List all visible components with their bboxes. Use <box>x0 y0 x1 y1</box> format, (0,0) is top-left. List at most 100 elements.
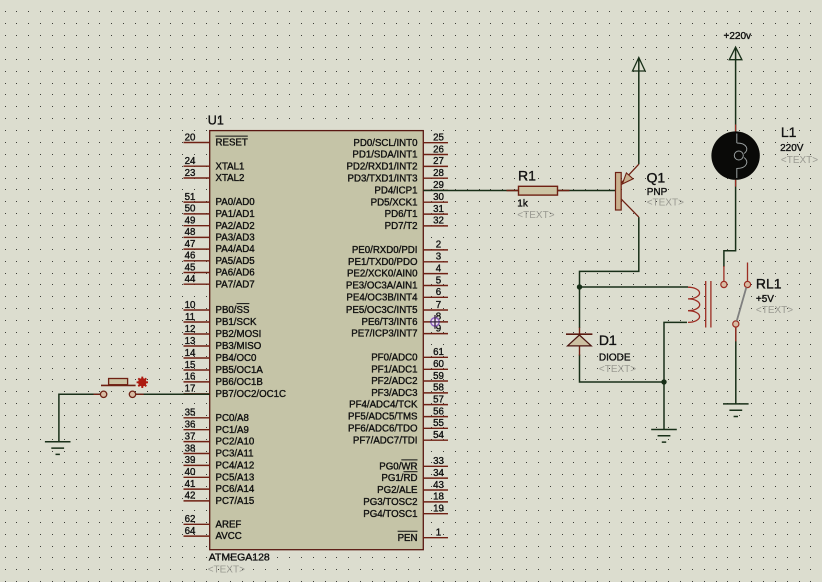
svg-text:PEN: PEN <box>398 533 418 544</box>
svg-text:PG1/RD: PG1/RD <box>381 473 417 484</box>
svg-text:<TEXT>: <TEXT> <box>647 198 684 209</box>
svg-text:58: 58 <box>433 383 444 394</box>
svg-text:48: 48 <box>185 227 196 238</box>
svg-text:20: 20 <box>185 132 196 143</box>
svg-text:39: 39 <box>185 455 196 466</box>
svg-text:PD3/TXD1/INT3: PD3/TXD1/INT3 <box>348 173 418 184</box>
svg-text:PC6/A14: PC6/A14 <box>216 484 255 495</box>
svg-text:AVCC: AVCC <box>216 531 242 542</box>
svg-text:PE0/RXD0/PDI: PE0/RXD0/PDI <box>352 245 418 256</box>
svg-text:11: 11 <box>185 312 195 323</box>
svg-text:49: 49 <box>185 216 196 227</box>
svg-text:PE7/ICP3/INT7: PE7/ICP3/INT7 <box>351 329 417 340</box>
svg-text:PE6/T3/INT6: PE6/T3/INT6 <box>362 317 418 328</box>
svg-text:<TEXT>: <TEXT> <box>517 210 554 221</box>
svg-text:PG3/TOSC2: PG3/TOSC2 <box>363 497 417 508</box>
svg-text:34: 34 <box>433 468 444 479</box>
svg-text:PB7/OC2/OC1C: PB7/OC2/OC1C <box>216 389 287 400</box>
svg-text:PC5/A13: PC5/A13 <box>216 472 255 483</box>
svg-text:7: 7 <box>436 300 441 311</box>
svg-text:18: 18 <box>433 492 444 503</box>
svg-text:PA3/AD3: PA3/AD3 <box>216 233 255 244</box>
svg-text:19: 19 <box>433 504 444 515</box>
svg-text:+220v: +220v <box>724 31 752 42</box>
svg-text:PD5/XCK1: PD5/XCK1 <box>371 197 418 208</box>
svg-text:PA1/AD1: PA1/AD1 <box>216 209 255 220</box>
svg-text:PE3/OC3A/AIN1: PE3/OC3A/AIN1 <box>346 281 418 292</box>
svg-text:PB0/SS: PB0/SS <box>216 305 250 316</box>
svg-text:36: 36 <box>185 420 196 431</box>
svg-text:1k: 1k <box>517 199 529 210</box>
svg-text:23: 23 <box>185 168 196 179</box>
svg-text:XTAL2: XTAL2 <box>216 173 245 184</box>
svg-text:PD7/T2: PD7/T2 <box>385 221 418 232</box>
svg-text:45: 45 <box>185 262 196 273</box>
svg-text:ATMEGA128: ATMEGA128 <box>209 552 270 564</box>
svg-text:PB2/MOSI: PB2/MOSI <box>216 329 262 340</box>
svg-text:<TEXT>: <TEXT> <box>208 565 245 576</box>
svg-text:28: 28 <box>433 168 444 179</box>
svg-text:PG0/WR: PG0/WR <box>379 461 417 472</box>
svg-text:PF7/ADC7/TDI: PF7/ADC7/TDI <box>353 435 418 446</box>
svg-text:14: 14 <box>185 348 196 359</box>
svg-text:13: 13 <box>185 336 196 347</box>
svg-text:PF6/ADC6/TDO: PF6/ADC6/TDO <box>348 423 418 434</box>
svg-text:PC2/A10: PC2/A10 <box>216 437 255 448</box>
svg-text:PD1/SDA/INT1: PD1/SDA/INT1 <box>352 150 417 161</box>
svg-text:31: 31 <box>433 204 444 215</box>
svg-text:D1: D1 <box>599 332 617 348</box>
svg-text:U1: U1 <box>208 114 224 128</box>
svg-text:220V: 220V <box>780 143 804 154</box>
svg-text:PD4/ICP1: PD4/ICP1 <box>374 185 417 196</box>
svg-text:54: 54 <box>433 430 444 441</box>
svg-text:57: 57 <box>433 394 444 405</box>
svg-text:PA4/AD4: PA4/AD4 <box>216 244 256 255</box>
svg-text:XTAL1: XTAL1 <box>216 161 245 172</box>
svg-text:30: 30 <box>433 192 444 203</box>
svg-text:55: 55 <box>433 418 444 429</box>
svg-text:PC7/A15: PC7/A15 <box>216 496 255 507</box>
svg-text:8: 8 <box>436 312 441 323</box>
svg-text:PC0/A8: PC0/A8 <box>216 413 249 424</box>
svg-text:64: 64 <box>185 526 196 537</box>
svg-text:PF1/ADC1: PF1/ADC1 <box>371 364 417 375</box>
svg-text:+5V: +5V <box>756 294 774 305</box>
svg-text:PA7/AD7: PA7/AD7 <box>216 279 255 290</box>
svg-text:12: 12 <box>185 324 196 335</box>
svg-text:62: 62 <box>185 514 196 525</box>
svg-text:PE5/OC3C/INT5: PE5/OC3C/INT5 <box>346 305 418 316</box>
svg-text:3: 3 <box>436 252 441 263</box>
svg-text:47: 47 <box>185 239 196 250</box>
svg-text:25: 25 <box>433 133 444 144</box>
svg-text:PC4/A12: PC4/A12 <box>216 461 255 472</box>
svg-text:R1: R1 <box>518 168 536 184</box>
svg-text:10: 10 <box>185 300 196 311</box>
svg-text:33: 33 <box>433 456 444 467</box>
svg-text:Q1: Q1 <box>647 169 666 185</box>
svg-text:44: 44 <box>185 274 196 285</box>
svg-text:9: 9 <box>436 323 441 334</box>
svg-text:DIODE: DIODE <box>599 352 631 363</box>
svg-text:29: 29 <box>433 180 444 191</box>
svg-text:PD2/RXD1/INT2: PD2/RXD1/INT2 <box>346 162 417 173</box>
svg-text:37: 37 <box>185 431 196 442</box>
svg-text:4: 4 <box>436 263 442 274</box>
svg-text:PA6/AD6: PA6/AD6 <box>216 268 255 279</box>
svg-text:24: 24 <box>185 156 196 167</box>
svg-text:43: 43 <box>433 480 444 491</box>
svg-text:PF0/ADC0: PF0/ADC0 <box>371 352 418 363</box>
svg-text:PA5/AD5: PA5/AD5 <box>216 256 255 267</box>
svg-text:56: 56 <box>433 406 444 417</box>
svg-text:16: 16 <box>185 372 196 383</box>
svg-text:6: 6 <box>436 287 441 298</box>
svg-text:38: 38 <box>185 443 196 454</box>
svg-text:61: 61 <box>433 347 444 358</box>
svg-text:PE2/XCK0/AIN0: PE2/XCK0/AIN0 <box>347 269 418 280</box>
svg-text:PF3/ADC3: PF3/ADC3 <box>371 388 417 399</box>
svg-text:PA2/AD2: PA2/AD2 <box>216 221 255 232</box>
svg-text:RESET: RESET <box>216 138 248 149</box>
svg-text:PB1/SCK: PB1/SCK <box>216 317 257 328</box>
svg-text:41: 41 <box>185 479 196 490</box>
svg-text:PF2/ADC2: PF2/ADC2 <box>371 376 417 387</box>
svg-text:1: 1 <box>436 528 441 539</box>
